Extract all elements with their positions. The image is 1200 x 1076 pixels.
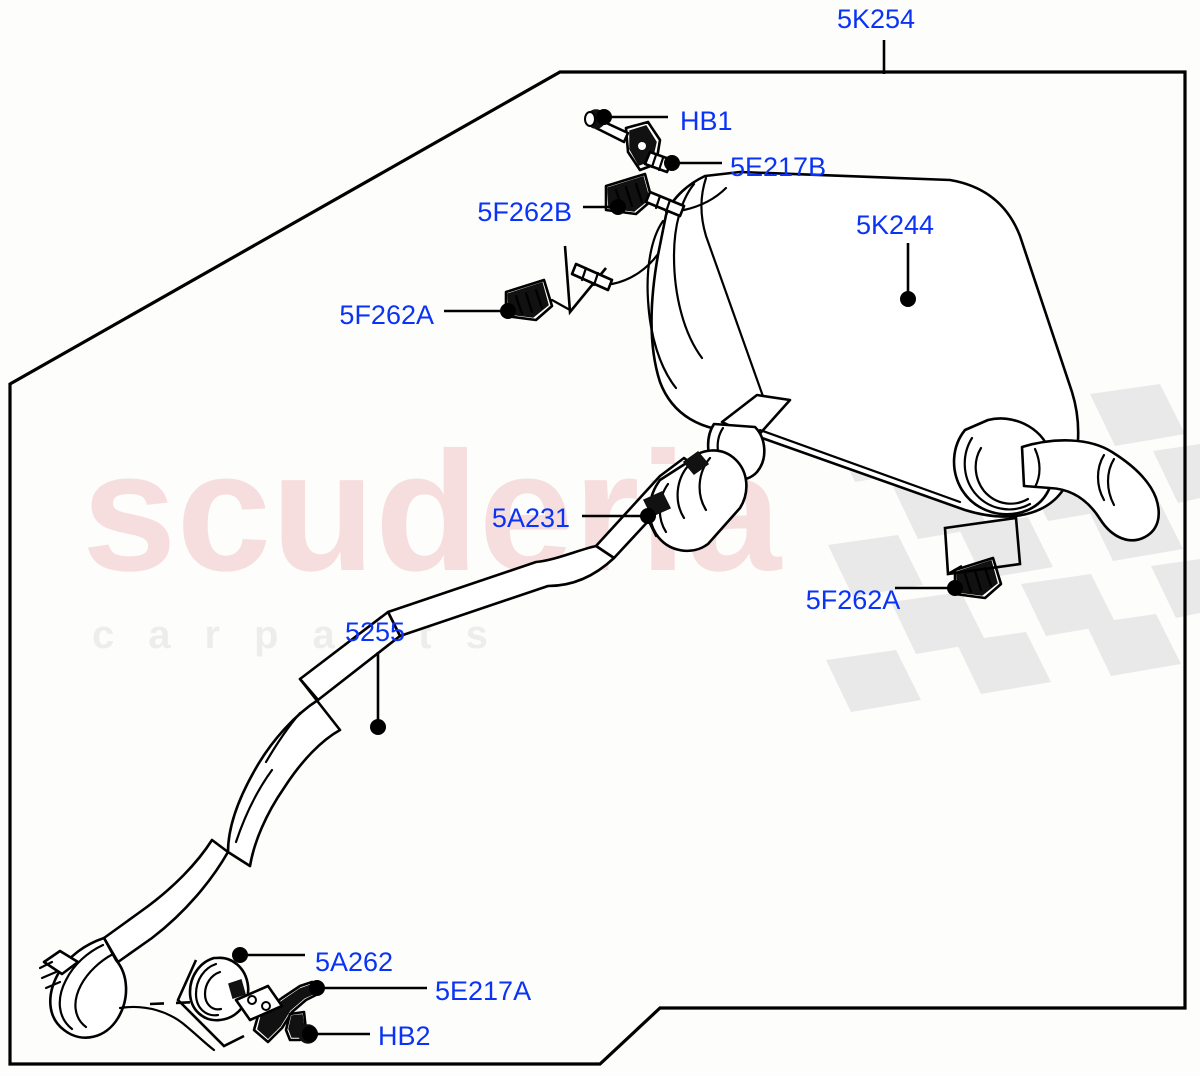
hanger-rod-top	[570, 252, 660, 292]
part-label-5A262[interactable]: 5A262	[315, 947, 393, 977]
part-label-5255[interactable]: 5255	[345, 617, 405, 647]
part-label-HB2[interactable]: HB2	[378, 1021, 431, 1051]
part-label-5F262A-top[interactable]: 5F262A	[339, 300, 434, 330]
part-label-5K254[interactable]: 5K254	[837, 4, 915, 34]
part-rubber-mount-a-top	[504, 278, 572, 322]
part-hanger-bracket-lower	[234, 980, 320, 1044]
leader-lines	[232, 40, 963, 1042]
part-label-5F262A-bottom[interactable]: 5F262A	[806, 585, 901, 615]
leader-dot-5F262B	[610, 199, 626, 215]
part-rear-silencer	[646, 170, 1160, 542]
part-label-5E217A[interactable]: 5E217A	[435, 976, 531, 1006]
leader-dot-HB1	[596, 109, 612, 125]
mount-indicator-stem	[947, 564, 963, 576]
part-label-5A231[interactable]: 5A231	[492, 503, 570, 533]
bracket-indicator-dash	[149, 1000, 199, 1006]
leader-dot-5E217A	[309, 980, 325, 996]
leader-dot-5A231	[640, 508, 656, 524]
leader-dot-5255	[370, 719, 386, 735]
part-hanger-bracket-upper	[594, 118, 674, 174]
leader-dot-5F262A-bottom	[947, 580, 963, 596]
leader-dot-HB2	[302, 1026, 318, 1042]
part-label-5K244[interactable]: 5K244	[856, 210, 934, 240]
mount-position-indicator-bottom	[943, 516, 1022, 576]
part-label-5F262B[interactable]: 5F262B	[477, 197, 572, 227]
assembly-outline-frame	[8, 70, 1187, 1066]
leader-dot-5K244	[900, 291, 916, 307]
leader-dot-5A262	[232, 947, 248, 963]
leader-dot-5E217B	[664, 155, 680, 171]
leader-dot-5F262A-top	[500, 303, 516, 319]
bracket-position-indicator-lower	[176, 959, 245, 1048]
part-label-5E217B[interactable]: 5E217B	[730, 152, 826, 182]
part-label-HB1[interactable]: HB1	[680, 106, 733, 136]
